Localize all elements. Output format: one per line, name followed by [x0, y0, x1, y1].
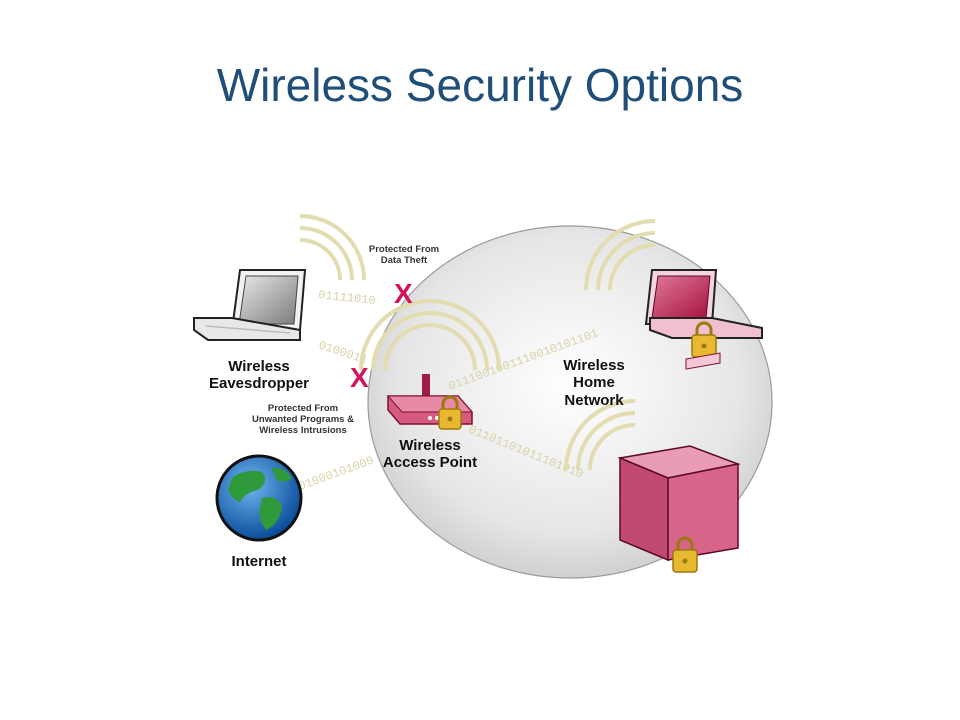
access-point-router-icon	[386, 374, 474, 425]
desktop-tower-icon	[617, 352, 741, 562]
eavesdropper-line-2: Eavesdropper	[208, 375, 310, 393]
binary-stream-internet: 01000101000	[297, 454, 376, 494]
home-network-line-3: Network	[564, 391, 624, 409]
binary-stream-eavesdropper-top: 01111010	[318, 288, 377, 308]
home-laptop-icon	[644, 269, 763, 339]
signal-waves-eavesdropper	[299, 214, 366, 281]
internet-label: Internet	[231, 553, 287, 570]
eavesdropper-label: Wireless Eavesdropper	[196, 358, 322, 393]
home-network-line-1: Wireless	[563, 357, 625, 374]
protected-intrusions-line-3: Wireless Intrusions	[259, 424, 347, 436]
blocked-x-mark-data-theft: X	[394, 278, 413, 309]
signal-waves-access-point	[359, 299, 501, 371]
lock-icon	[438, 395, 462, 430]
signal-waves-home-laptop	[584, 219, 656, 291]
eavesdropper-line-1: Wireless	[228, 358, 290, 375]
access-point-line-2: Access Point	[382, 454, 478, 472]
home-network-label: Wireless Home Network	[552, 357, 636, 409]
internet-globe-icon	[215, 454, 303, 542]
protected-data-theft-line-2: Data Theft	[380, 254, 428, 266]
lock-icon	[672, 536, 698, 573]
protected-intrusions-label: Protected From Unwanted Programs & Wirel…	[244, 403, 362, 437]
protected-data-theft-label: Protected From Data Theft	[356, 244, 452, 267]
eavesdropper-laptop-icon	[193, 269, 307, 341]
slide-title: Wireless Security Options	[216, 59, 744, 111]
blocked-x-mark-intrusion: X	[350, 362, 369, 393]
protected-data-theft-line-1: Protected From	[368, 244, 440, 255]
home-network-line-2: Home	[573, 374, 615, 392]
access-point-line-1: Wireless	[399, 437, 461, 454]
signal-waves-tower	[564, 399, 636, 471]
protected-intrusions-line-2: Unwanted Programs &	[252, 413, 354, 425]
access-point-label: Wireless Access Point	[374, 437, 486, 472]
protected-intrusions-line-1: Protected From	[267, 403, 339, 414]
